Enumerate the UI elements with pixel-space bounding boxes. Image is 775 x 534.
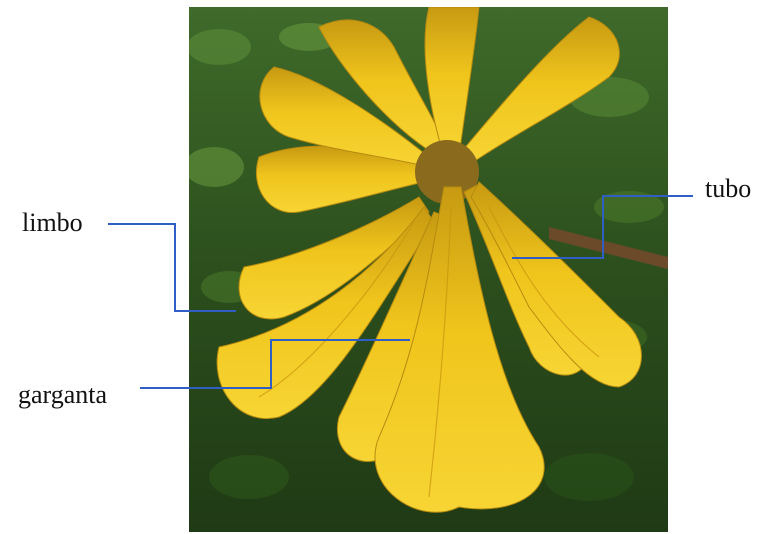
limbo-leader-line: [108, 223, 236, 312]
tubo-leader-line: [512, 195, 693, 259]
garganta-leader-line: [140, 339, 410, 389]
branch: [549, 227, 668, 269]
flower-photo: [189, 7, 668, 532]
label-limbo: limbo: [22, 208, 83, 237]
label-tubo: tubo: [705, 174, 752, 203]
flower-cluster: [216, 7, 642, 513]
label-garganta: garganta: [18, 380, 108, 409]
